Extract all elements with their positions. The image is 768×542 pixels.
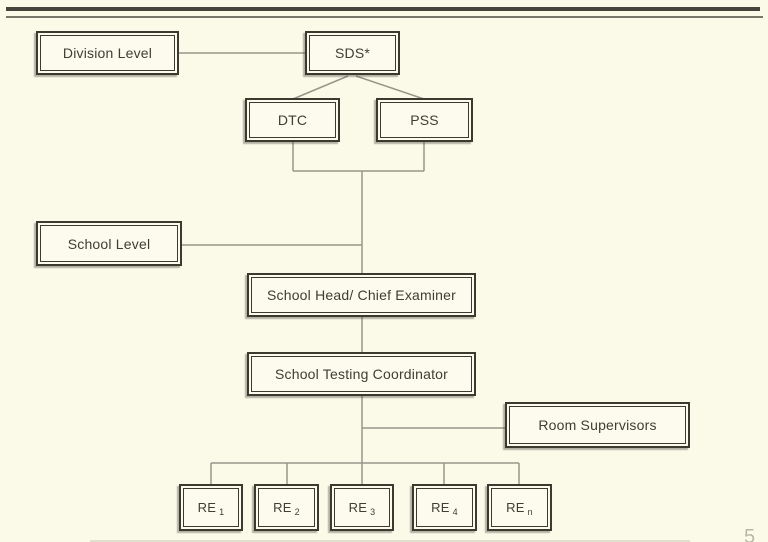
node-re-1-label: RE <box>197 500 217 515</box>
connector-sds-to-pss <box>355 75 425 100</box>
page-number: 5 <box>744 526 756 542</box>
bottom-edge-shadow <box>90 540 690 542</box>
node-re-n-label: RE <box>506 500 525 515</box>
node-re-4: RE 4 <box>412 484 477 531</box>
node-dtc: DTC <box>245 98 340 142</box>
node-division-level: Division Level <box>36 31 179 75</box>
node-school-level: School Level <box>36 221 182 266</box>
node-school-testing-coordinator: School Testing Coordinator <box>247 352 476 396</box>
node-re-3: RE 3 <box>330 484 394 531</box>
node-school-level-label: School Level <box>67 235 151 252</box>
node-re-1: RE 1 <box>179 484 243 531</box>
node-pss-label: PSS <box>410 112 439 128</box>
node-re-1-subscript: 1 <box>219 506 225 517</box>
node-division-level-label: Division Level <box>62 45 153 61</box>
node-re-2-label: RE <box>273 500 292 515</box>
node-sds-label: SDS* <box>334 45 371 61</box>
node-sds: SDS* <box>305 31 400 75</box>
node-re-n-subscript: n <box>527 506 533 517</box>
connector-sds-to-dtc <box>292 75 349 100</box>
node-re-2: RE 2 <box>254 484 319 531</box>
node-school-head-label: School Head/ Chief Examiner <box>266 287 457 303</box>
node-dtc-label: DTC <box>277 112 308 128</box>
node-re-3-subscript: 3 <box>370 506 376 517</box>
node-school-head-chief-examiner: School Head/ Chief Examiner <box>247 273 476 317</box>
top-rule-thick <box>6 7 760 11</box>
node-re-4-subscript: 4 <box>452 506 458 517</box>
top-rule-thin <box>6 16 763 18</box>
node-re-4-label: RE <box>431 500 450 515</box>
node-pss: PSS <box>376 98 473 142</box>
node-school-testing-coordinator-label: School Testing Coordinator <box>274 366 449 382</box>
node-room-supervisors: Room Supervisors <box>505 402 690 448</box>
node-re-3-label: RE <box>348 500 368 515</box>
node-room-supervisors-label: Room Supervisors <box>538 417 657 433</box>
node-re-n: RE n <box>487 484 552 531</box>
node-re-2-subscript: 2 <box>294 506 300 517</box>
